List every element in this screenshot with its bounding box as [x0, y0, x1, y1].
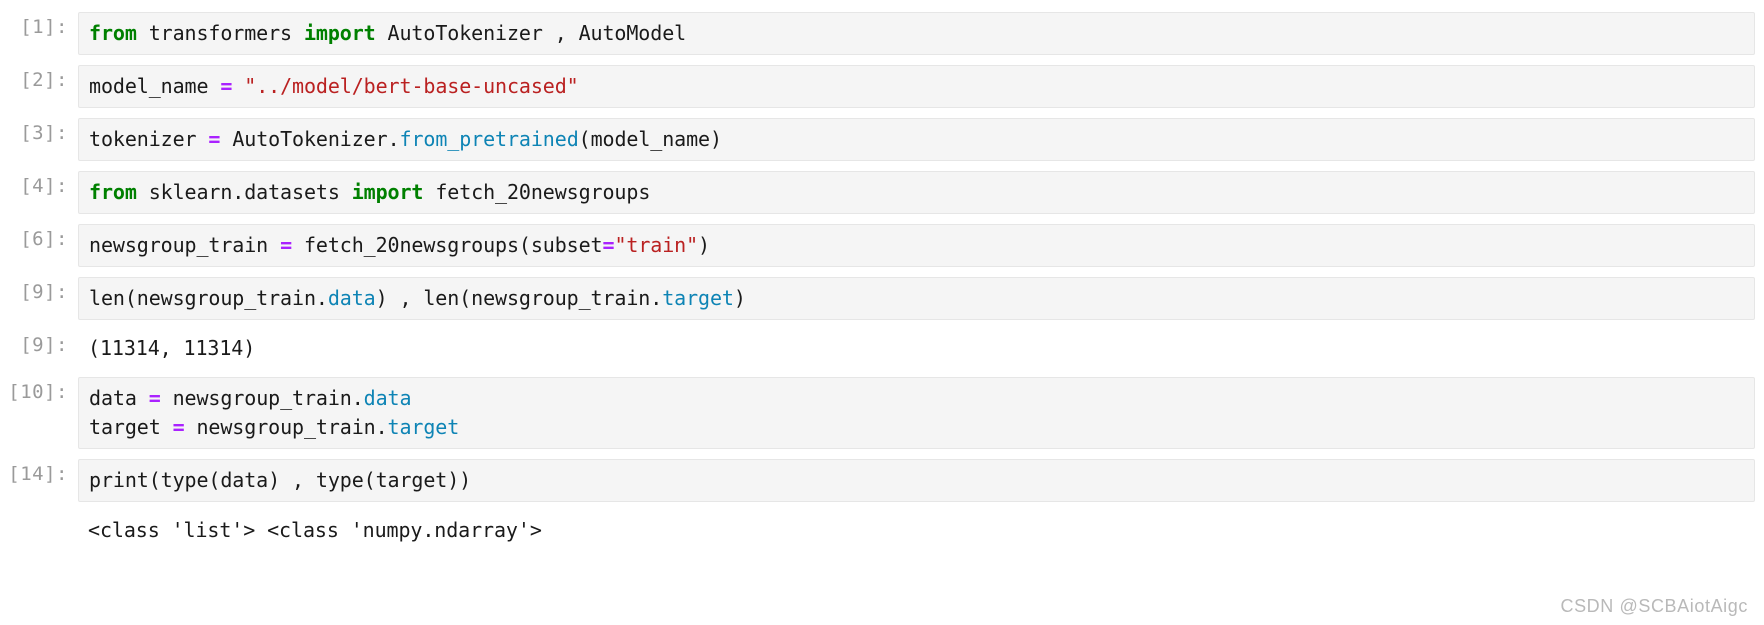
cell-body: <class 'list'> <class 'numpy.ndarray'> — [78, 512, 1764, 549]
token: AutoTokenizer — [220, 127, 388, 151]
execution-count-label: [4]: — [20, 175, 68, 197]
output-line: (11314, 11314) — [88, 334, 1755, 363]
token: newsgroup_train. — [184, 415, 388, 439]
code-cell: [4]: from sklearn.datasets import fetch_2… — [0, 171, 1764, 214]
token: data — [327, 286, 376, 310]
token: model_name — [89, 74, 221, 98]
execution-count-label: [9]: — [20, 281, 68, 303]
token: "train" — [614, 233, 699, 257]
token: ) , len(newsgroup_train. — [375, 286, 663, 310]
token: (model_name) — [578, 127, 722, 151]
token: from — [89, 180, 137, 204]
code-editor[interactable]: model_name = "../model/bert-base-uncased… — [78, 65, 1755, 108]
token: fetch_20newsgroups(subset — [292, 233, 603, 257]
cell-body: len(newsgroup_train.data) , len(newsgrou… — [78, 277, 1764, 320]
code-editor[interactable]: len(newsgroup_train.data) , len(newsgrou… — [78, 277, 1755, 320]
code-cell: [6]: newsgroup_train = fetch_20newsgroups… — [0, 224, 1764, 267]
token: AutoTokenizer , AutoModel — [375, 21, 687, 45]
token: target — [662, 286, 734, 310]
token: newsgroup_train. — [160, 386, 364, 410]
execution-count-label: [2]: — [20, 69, 68, 91]
token: tokenizer — [89, 127, 209, 151]
token: = — [602, 233, 615, 257]
notebook-container: [1]: from transformers import AutoTokeniz… — [0, 12, 1764, 549]
code-editor[interactable]: newsgroup_train = fetch_20newsgroups(sub… — [78, 224, 1755, 267]
source-line: len(newsgroup_train.data) , len(newsgrou… — [89, 284, 1754, 313]
code-cell: [1]: from transformers import AutoTokeniz… — [0, 12, 1764, 55]
token: "../model/bert-base-uncased" — [244, 74, 579, 98]
token: data — [89, 386, 149, 410]
cell-body: (11314, 11314) — [78, 330, 1764, 367]
source-line: tokenizer = AutoTokenizer.from_pretraine… — [89, 125, 1754, 154]
token: newsgroup_train — [89, 233, 281, 257]
cell-body: newsgroup_train = fetch_20newsgroups(sub… — [78, 224, 1764, 267]
execution-count-label: [6]: — [20, 228, 68, 250]
stream-output: <class 'list'> <class 'numpy.ndarray'> — [78, 512, 1755, 549]
source-line: model_name = "../model/bert-base-uncased… — [89, 72, 1754, 101]
token: import — [351, 180, 424, 204]
token: import — [303, 21, 376, 45]
token: fetch_20newsgroups — [423, 180, 651, 204]
token: = — [208, 127, 221, 151]
output-cell: <class 'list'> <class 'numpy.ndarray'> — [0, 512, 1764, 549]
token: len(newsgroup_train. — [89, 286, 328, 310]
token: sklearn.datasets — [136, 180, 352, 204]
token: <class 'list'> <class 'numpy.ndarray'> — [88, 518, 542, 542]
csdn-watermark: CSDN @SCBAiotAigc — [1560, 596, 1748, 616]
token: = — [148, 386, 161, 410]
cell-body: from sklearn.datasets import fetch_20new… — [78, 171, 1764, 214]
code-cell: [9]: len(newsgroup_train.data) , len(news… — [0, 277, 1764, 320]
token: (11314, 11314) — [88, 336, 256, 360]
token: from — [89, 21, 137, 45]
token: print(type(data) , type(target)) — [89, 468, 472, 492]
cell-body: from transformers import AutoTokenizer ,… — [78, 12, 1764, 55]
token — [232, 74, 244, 98]
token: . — [387, 127, 400, 151]
token: = — [280, 233, 293, 257]
token: from_pretrained — [399, 127, 579, 151]
source-line: from sklearn.datasets import fetch_20new… — [89, 178, 1754, 207]
output-cell: [9]: (11314, 11314) — [0, 330, 1764, 367]
source-line: target = newsgroup_train.target — [89, 413, 1754, 442]
code-editor[interactable]: from sklearn.datasets import fetch_20new… — [78, 171, 1755, 214]
cell-body: tokenizer = AutoTokenizer.from_pretraine… — [78, 118, 1764, 161]
token: target — [89, 415, 173, 439]
execution-count-label: [14]: — [8, 463, 68, 485]
code-cell: [2]: model_name = "../model/bert-base-unc… — [0, 65, 1764, 108]
source-line: newsgroup_train = fetch_20newsgroups(sub… — [89, 231, 1754, 260]
cell-body: model_name = "../model/bert-base-uncased… — [78, 65, 1764, 108]
token: data — [363, 386, 412, 410]
execution-count-label: [3]: — [20, 122, 68, 144]
token: ) — [698, 233, 710, 257]
cell-body: print(type(data) , type(target)) — [78, 459, 1764, 502]
token: = — [172, 415, 185, 439]
source-line: print(type(data) , type(target)) — [89, 466, 1754, 495]
code-cell: [3]: tokenizer = AutoTokenizer.from_pretr… — [0, 118, 1764, 161]
code-editor[interactable]: from transformers import AutoTokenizer ,… — [78, 12, 1755, 55]
output-prompt-label: [9]: — [20, 334, 68, 356]
source-line: from transformers import AutoTokenizer ,… — [89, 19, 1754, 48]
code-cell: [14]: print(type(data) , type(target)) — [0, 459, 1764, 502]
execution-count-label: [10]: — [8, 381, 68, 403]
output-line: <class 'list'> <class 'numpy.ndarray'> — [88, 516, 1755, 545]
source-line: data = newsgroup_train.data — [89, 384, 1754, 413]
token: = — [220, 74, 233, 98]
result-output: (11314, 11314) — [78, 330, 1755, 367]
token: transformers — [136, 21, 304, 45]
token: target — [387, 415, 460, 439]
code-editor[interactable]: print(type(data) , type(target)) — [78, 459, 1755, 502]
code-editor[interactable]: tokenizer = AutoTokenizer.from_pretraine… — [78, 118, 1755, 161]
token: ) — [733, 286, 746, 310]
execution-count-label: [1]: — [20, 16, 68, 38]
